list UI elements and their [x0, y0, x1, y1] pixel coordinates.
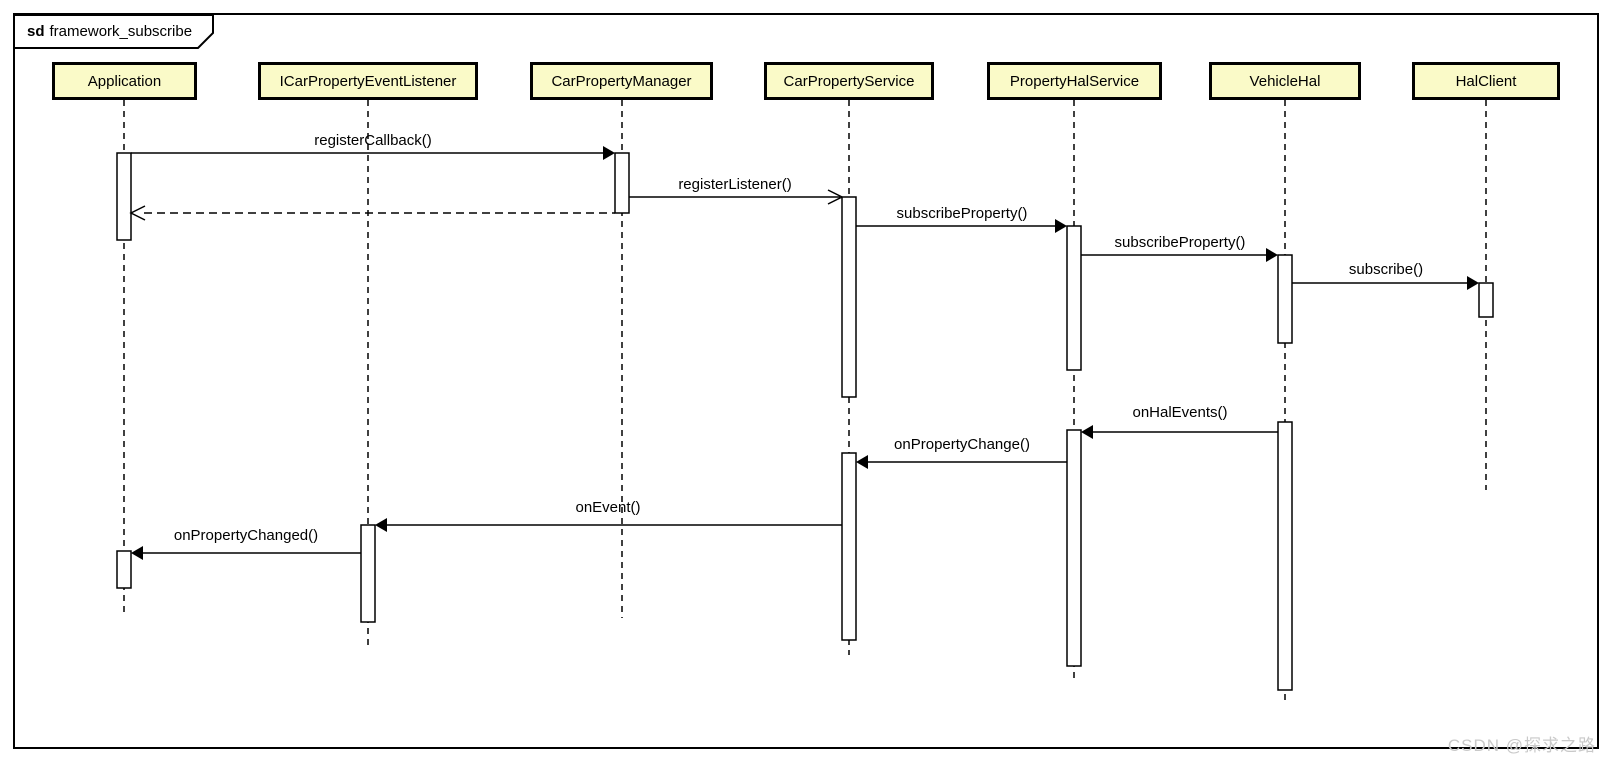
activation-bar-vehiclehal-2 [1277, 421, 1293, 691]
message-registercallback-label: registerCallback() [314, 132, 432, 149]
message-registercallback-arrowhead [603, 146, 615, 160]
frame-keyword: sd [27, 23, 45, 40]
message-onpropertychanged-label: onPropertyChanged() [173, 527, 319, 544]
lifeline-label: Application [87, 72, 162, 90]
lifeline-head-icarpropertyeventlistener: ICarPropertyEventListener [258, 62, 478, 100]
activation-bar-icarpropertyeventlistener-1 [360, 524, 376, 623]
message-subscribeproperty2-arrowhead [1266, 248, 1278, 262]
message-registerlistener-open-arrowhead [827, 189, 844, 205]
activation-bar-halclient-1 [1478, 282, 1494, 318]
activation-bar-carpropertyservice-2 [841, 452, 857, 641]
message-onhalevents-arrowhead [1081, 425, 1093, 439]
lifeline-label: CarPropertyService [783, 72, 915, 90]
message-onpropertychanged-arrowhead [131, 546, 143, 560]
message-subscribe-arrowhead [1467, 276, 1479, 290]
lifeline-label: ICarPropertyEventListener [279, 72, 457, 90]
lifeline-label: VehicleHal [1249, 72, 1321, 90]
message-onpropertychange-label: onPropertyChange() [894, 436, 1030, 453]
message-onevent-arrowhead [375, 518, 387, 532]
activation-bar-vehiclehal-1 [1277, 254, 1293, 344]
frame-title-label: framework_subscribe [49, 23, 193, 40]
message-onhalevents-label: onHalEvents() [1132, 404, 1228, 421]
diagram-frame [13, 13, 1599, 749]
frame-title-tab [13, 14, 214, 49]
activation-bar-carpropertymanager-1 [614, 152, 630, 214]
message-subscribe-label: subscribe() [1348, 261, 1424, 278]
activation-bar-propertyhalservice-1 [1066, 225, 1082, 371]
lifeline-label: PropertyHalService [1009, 72, 1140, 90]
message-subscribeproperty2-label: subscribeProperty() [1114, 234, 1246, 251]
lifeline-head-propertyhalservice: PropertyHalService [987, 62, 1162, 100]
watermark-text: CSDN @探求之路 [1447, 736, 1596, 755]
lifeline-head-halclient: HalClient [1412, 62, 1560, 100]
message-subscribeproperty1-arrowhead [1055, 219, 1067, 233]
activation-bar-application-2 [116, 550, 132, 589]
message-onpropertychange-arrowhead [856, 455, 868, 469]
message-subscribeproperty1-label: subscribeProperty() [896, 205, 1028, 222]
lifeline-label: CarPropertyManager [551, 72, 692, 90]
lifeline-head-application: Application [52, 62, 197, 100]
lifeline-head-vehiclehal: VehicleHal [1209, 62, 1361, 100]
lifeline-label: HalClient [1455, 72, 1517, 90]
message-return-open-arrowhead [129, 205, 146, 221]
lifeline-head-carpropertyservice: CarPropertyService [764, 62, 934, 100]
activation-bar-application-1 [116, 152, 132, 241]
message-registerlistener-label: registerListener() [678, 176, 792, 193]
activation-bar-carpropertyservice-1 [841, 196, 857, 398]
lifeline-head-carpropertymanager: CarPropertyManager [530, 62, 713, 100]
message-onevent-label: onEvent() [575, 499, 641, 516]
activation-bar-propertyhalservice-2 [1066, 429, 1082, 667]
